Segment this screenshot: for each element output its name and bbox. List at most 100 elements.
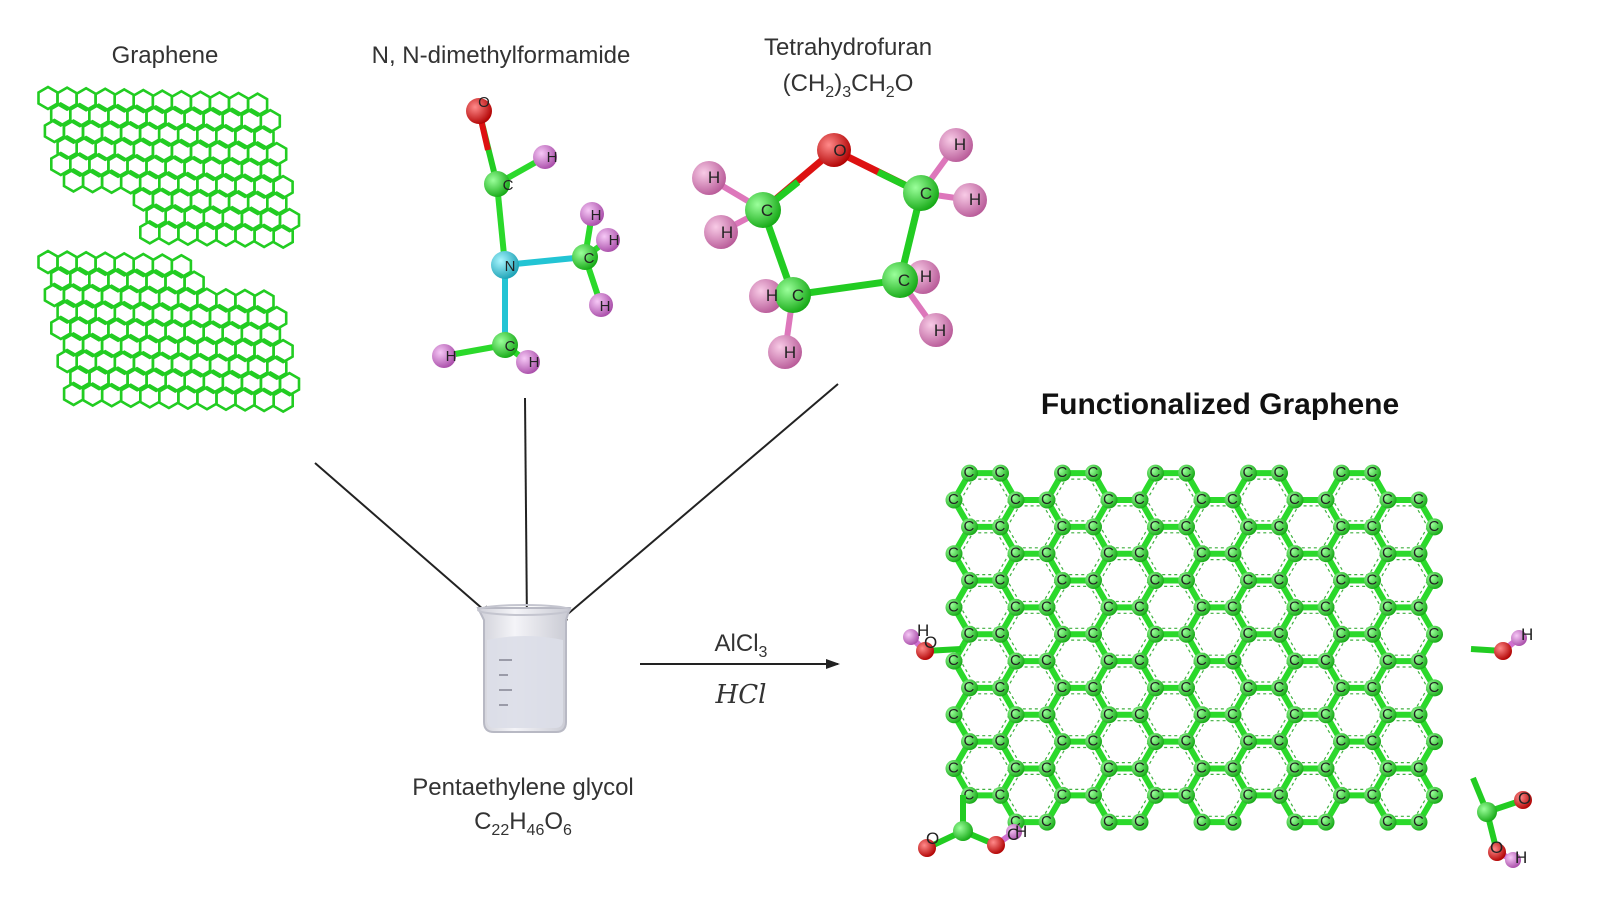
product-title: Functionalized Graphene <box>1040 388 1400 421</box>
atom-label: C <box>1010 491 1021 508</box>
thf-name-label: Tetrahydrofuran <box>763 34 933 61</box>
atom-label: C <box>1320 759 1331 776</box>
atom-label: C <box>1429 733 1440 750</box>
atom-label: C <box>1429 679 1440 696</box>
aromatic-ring <box>1146 478 1196 522</box>
atom-label: H <box>954 135 966 154</box>
atom-oxygen <box>916 642 934 660</box>
atom-label: C <box>584 250 595 267</box>
aromatic-ring <box>1378 505 1429 549</box>
atom-label: H <box>934 321 946 340</box>
graphene-ring <box>265 305 288 331</box>
atom-carbon <box>961 625 978 643</box>
atom-label: C <box>1413 813 1424 830</box>
atom-label: C <box>1057 625 1068 642</box>
atom-label: C <box>964 733 975 750</box>
atom-oxygen <box>918 839 936 857</box>
aromatic-ring <box>1239 532 1289 576</box>
aromatic-ring <box>960 746 1010 790</box>
atom-carbon <box>1271 572 1288 590</box>
atom-carbon <box>1193 759 1211 777</box>
atom-label: C <box>1181 572 1192 589</box>
atom-carbon <box>1224 598 1242 616</box>
atom-carbon <box>1364 464 1381 482</box>
atom-label: C <box>1041 491 1052 508</box>
atom-carbon <box>1364 733 1381 751</box>
atom-hydrogen <box>749 279 783 313</box>
aromatic-ring <box>1285 773 1336 817</box>
atom-carbon <box>1240 679 1257 697</box>
atom-label: C <box>1320 545 1331 562</box>
atom-label: C <box>1150 625 1161 642</box>
aromatic-ring <box>1146 746 1196 790</box>
atom-label: C <box>1243 518 1254 535</box>
aromatic-ring <box>1053 746 1103 790</box>
atom-label: H <box>708 168 720 187</box>
atom-carbon <box>484 171 510 197</box>
atom-label: H <box>969 190 981 209</box>
graphene-ring <box>259 108 282 134</box>
atom-carbon <box>1317 706 1335 724</box>
aromatic-ring <box>1239 585 1289 629</box>
aromatic-ring <box>1285 612 1336 656</box>
aromatic-ring <box>1053 532 1103 576</box>
atom-carbon <box>1147 625 1164 643</box>
atom-label: C <box>1196 491 1207 508</box>
atom-label: C <box>1382 652 1393 669</box>
dmf-molecule: O H C H H C N H C H H <box>432 94 620 374</box>
atom-carbon <box>1379 759 1397 777</box>
atom-label: C <box>792 286 804 305</box>
atom-label: C <box>1336 679 1347 696</box>
atom-carbon <box>1317 545 1335 563</box>
atom-label: C <box>1088 572 1099 589</box>
atom-label: C <box>1010 813 1021 830</box>
atom-carbon <box>1085 679 1102 697</box>
atom-carbon <box>1333 464 1350 482</box>
atom-carbon <box>1240 733 1257 751</box>
aromatic-ring <box>1146 639 1196 683</box>
atom-label: C <box>1429 786 1440 803</box>
aromatic-ring <box>1332 478 1382 522</box>
atom-carbon <box>1054 518 1071 536</box>
atom-carbon <box>1364 786 1381 804</box>
atom-carbon <box>1131 813 1149 831</box>
atom-label: C <box>1320 652 1331 669</box>
atom-label: H <box>721 223 733 242</box>
atom-label: H <box>591 207 602 224</box>
atom-carbon <box>1178 625 1195 643</box>
atom-label: C <box>1367 625 1378 642</box>
atom-label: C <box>1320 598 1331 615</box>
atom-carbon <box>1410 598 1428 616</box>
atom-carbon <box>1224 706 1242 724</box>
atom-carbon <box>1410 706 1428 724</box>
atom-label: C <box>1274 572 1285 589</box>
atom-hydrogen <box>1505 852 1521 868</box>
atom-label: C <box>898 271 910 290</box>
atom-label: C <box>1134 652 1145 669</box>
atom-carbon <box>1426 786 1443 804</box>
atom-label: C <box>1134 491 1145 508</box>
atom-label: C <box>1196 706 1207 723</box>
atom-label: C <box>964 464 975 481</box>
atom-carbon <box>1131 652 1149 670</box>
atom-carbon <box>992 572 1009 590</box>
atom-label: C <box>1057 733 1068 750</box>
atom-label: C <box>503 177 514 194</box>
atom-label: H <box>917 621 929 640</box>
atom-hydrogen <box>939 128 973 162</box>
atom-label: C <box>1041 652 1052 669</box>
atom-label: C <box>1243 733 1254 750</box>
atom-carbon <box>1333 733 1350 751</box>
atom-carbon <box>1100 598 1118 616</box>
atom-carbon <box>1193 652 1211 670</box>
atom-label: C <box>1429 518 1440 535</box>
atom-label: O <box>478 94 490 111</box>
atom-label: C <box>964 518 975 535</box>
atom-carbon <box>1286 706 1304 724</box>
aromatic-ring <box>1239 478 1289 522</box>
atom-hydrogen <box>516 350 540 374</box>
atom-oxygen <box>817 133 851 167</box>
atom-carbon <box>1426 733 1443 751</box>
atom-carbon <box>1131 759 1149 777</box>
